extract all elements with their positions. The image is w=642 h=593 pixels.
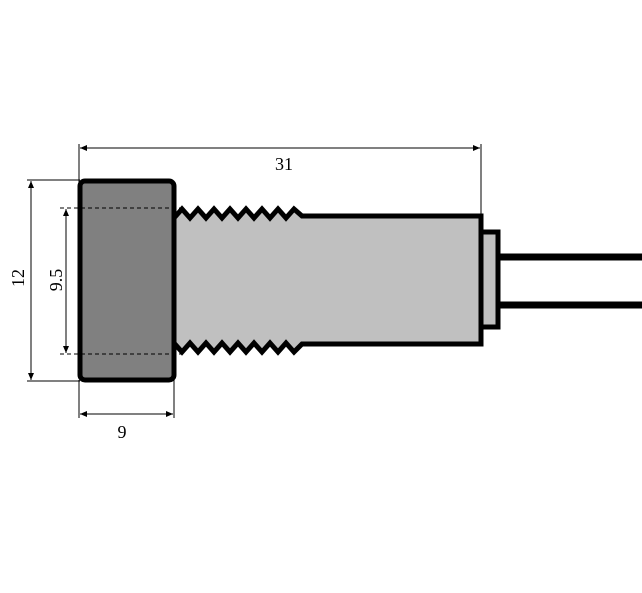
head <box>77 178 177 383</box>
dim-label-thread-diameter: 9.5 <box>46 269 66 292</box>
dim-label-head-length: 9 <box>118 422 127 442</box>
dim-label-overall-length: 31 <box>275 154 293 174</box>
end-cap <box>478 229 501 330</box>
threaded-body <box>171 205 484 356</box>
dim-label-head-diameter: 12 <box>8 269 28 287</box>
